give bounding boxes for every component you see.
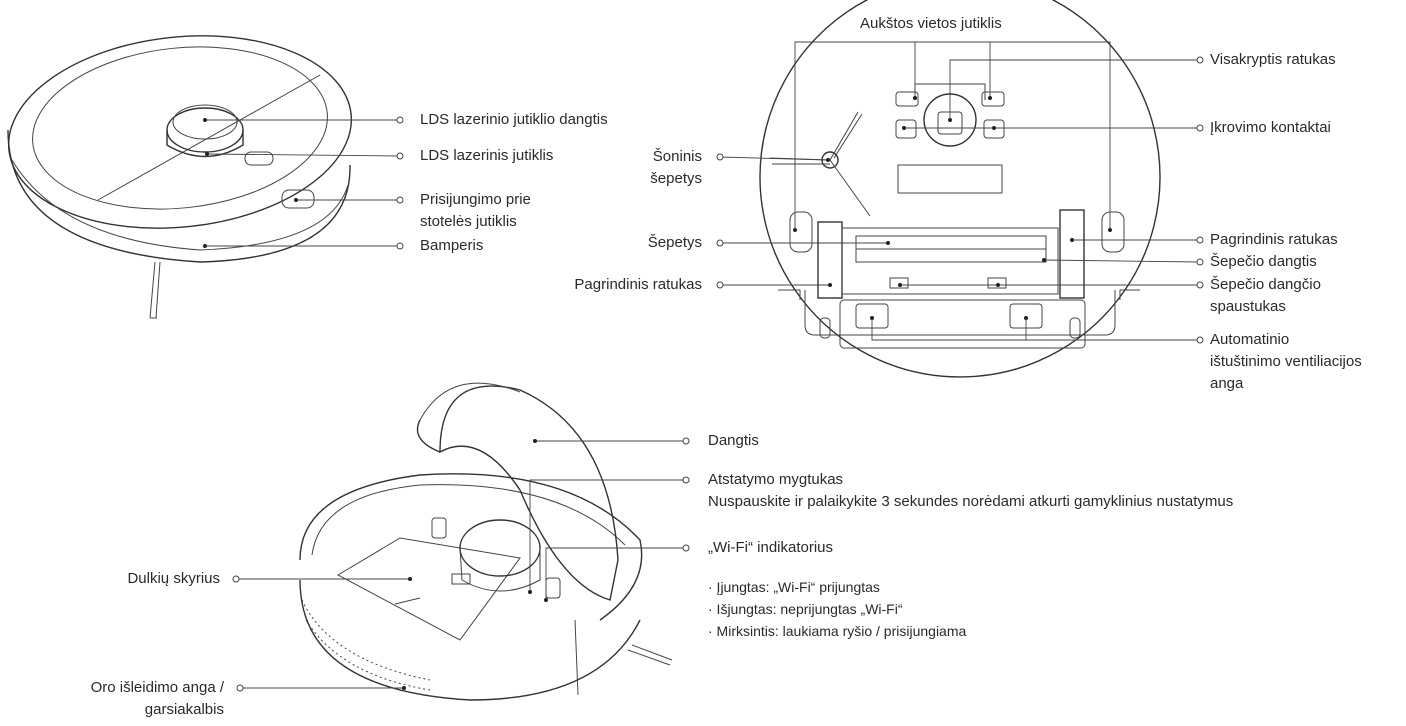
- label-side-brush-line2: šepetys: [650, 170, 702, 187]
- robot-bottom-view: [759, 0, 1161, 378]
- label-wifi-blink: · Mirksintis: laukiama ryšio / prisijung…: [708, 623, 967, 639]
- label-charging-contacts: Įkrovimo kontaktai: [1210, 119, 1331, 136]
- label-main-brush: Šepetys: [647, 234, 702, 251]
- label-side-brush-line1: Šoninis: [652, 148, 702, 165]
- label-reset-desc: Nuspauskite ir palaikykite 3 sekundes no…: [708, 493, 1234, 510]
- label-brush-cover-latch-line1: Šepečio dangčio: [1210, 276, 1321, 293]
- label-lds-cover: LDS lazerinio jutiklio dangtis: [420, 111, 608, 128]
- label-omni-wheel: Visakryptis ratukas: [1210, 51, 1336, 68]
- label-wifi-indicator: „Wi-Fi“ indikatorius: [708, 539, 834, 556]
- robot-top-view: [7, 35, 353, 319]
- label-wifi-off: · Išjungtas: neprijungtas „Wi-Fi“: [708, 601, 903, 617]
- label-main-wheel-left: Pagrindinis ratukas: [574, 276, 702, 293]
- label-cliff-sensor: Aukštos vietos jutiklis: [860, 15, 1002, 32]
- label-auto-empty-vent-line1: Automatinio: [1210, 331, 1290, 348]
- label-dust-bin: Dulkių skyrius: [127, 570, 220, 587]
- label-bumper: Bamperis: [420, 237, 484, 254]
- label-wifi-on: · Įjungtas: „Wi-Fi“ prijungtas: [708, 579, 880, 595]
- label-auto-empty-vent-line2: ištuštinimo ventiliacijos: [1210, 353, 1362, 370]
- label-main-wheel-right: Pagrindinis ratukas: [1210, 231, 1338, 248]
- label-air-outlet-line2: garsiakalbis: [144, 701, 224, 718]
- label-dock-sensor-line1: Prisijungimo prie: [420, 191, 531, 208]
- label-auto-empty-vent-line3: anga: [1210, 375, 1244, 392]
- label-air-outlet-line1: Oro išleidimo anga /: [90, 679, 224, 696]
- leader-lines: [203, 41, 1204, 692]
- robot-open-view: [299, 382, 673, 701]
- label-brush-cover-latch-line2: spaustukas: [1210, 298, 1286, 315]
- label-lds-sensor: LDS lazerinis jutiklis: [420, 147, 554, 164]
- label-dock-sensor-line2: stotelės jutiklis: [420, 213, 517, 230]
- label-lid: Dangtis: [708, 432, 759, 449]
- label-reset-button: Atstatymo mygtukas: [708, 471, 844, 488]
- label-brush-cover: Šepečio dangtis: [1210, 253, 1317, 270]
